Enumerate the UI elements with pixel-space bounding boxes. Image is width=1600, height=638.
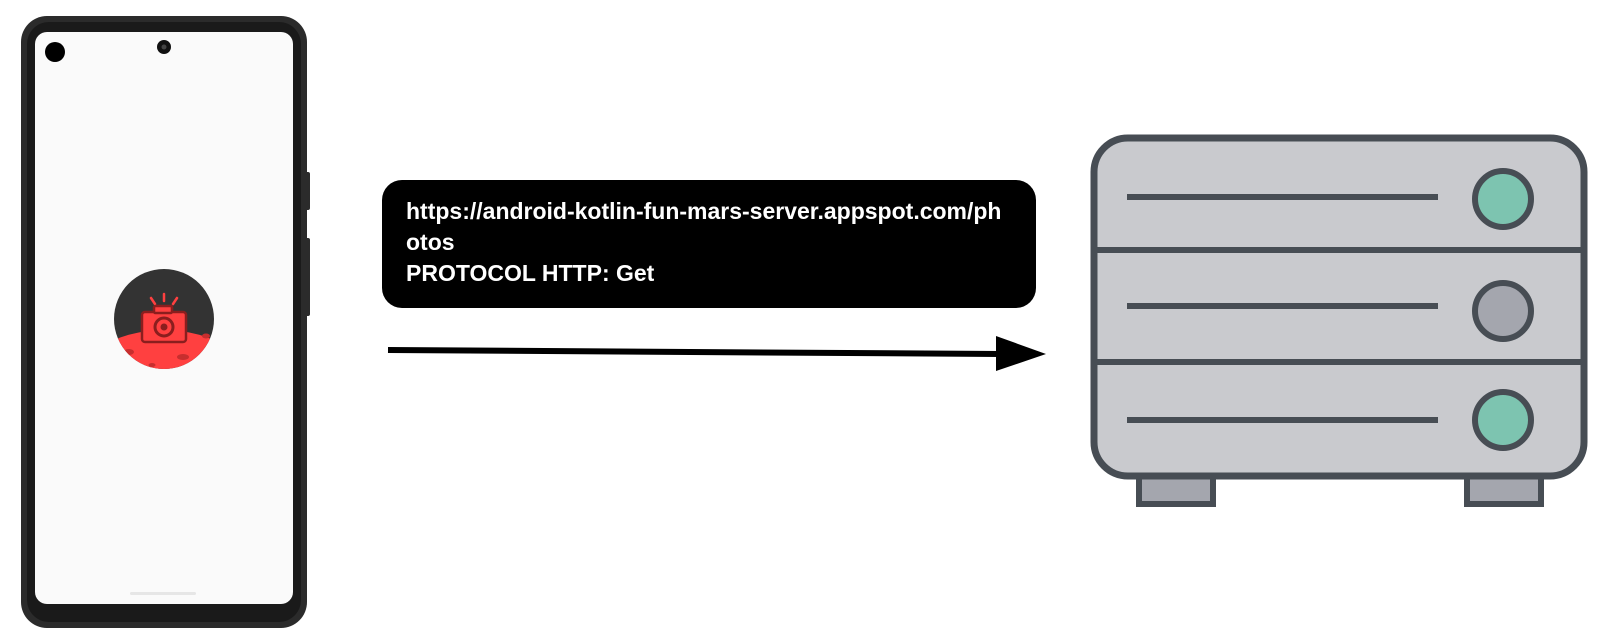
request-protocol: PROTOCOL HTTP: Get xyxy=(406,260,655,286)
request-label: https://android-kotlin-fun-mars-server.a… xyxy=(382,180,1036,308)
server-led-1 xyxy=(1472,168,1534,230)
status-bar-dot xyxy=(45,42,65,62)
request-url: https://android-kotlin-fun-mars-server.a… xyxy=(406,198,1002,255)
server-rack-icon xyxy=(1090,134,1588,507)
server-led-2 xyxy=(1472,280,1534,342)
server-led-3 xyxy=(1472,389,1534,451)
home-indicator xyxy=(130,592,196,595)
request-arrow xyxy=(387,336,1046,371)
